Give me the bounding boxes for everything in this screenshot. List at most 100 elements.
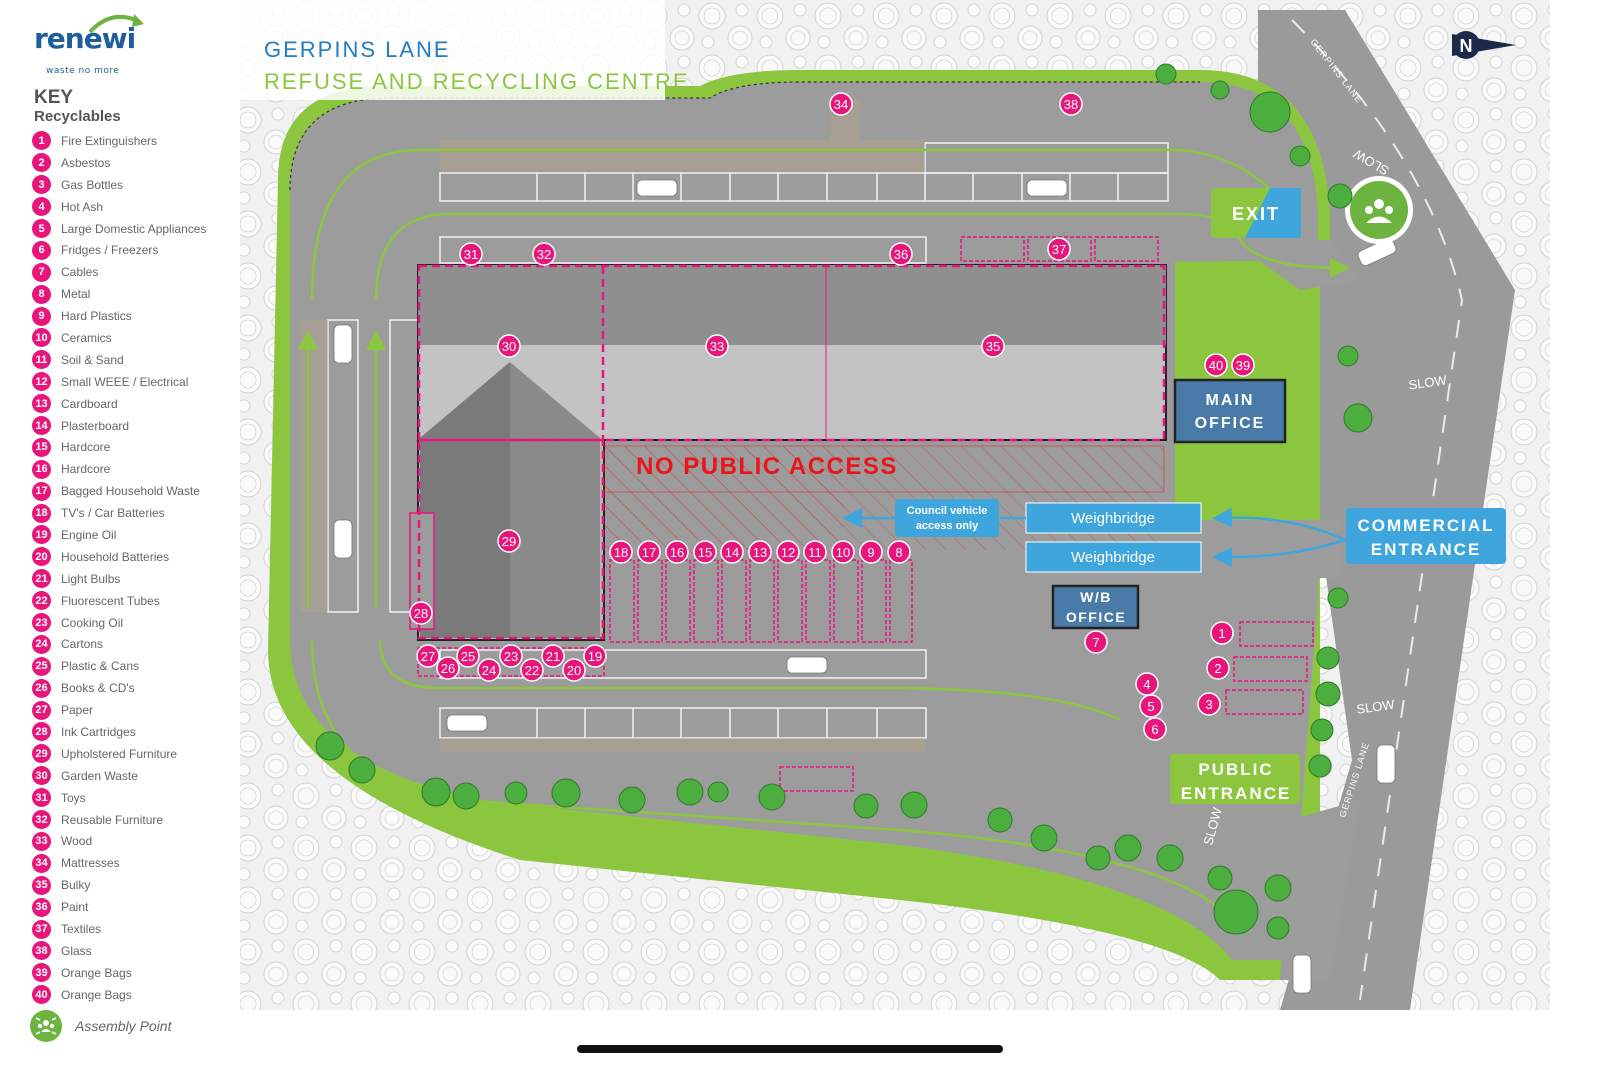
key-item-label: Hardcore [61,462,111,477]
marker-circle [532,242,556,266]
marker-number: 40 [1209,358,1223,373]
marker-number: 18 [614,545,628,560]
marker-circle [803,540,827,564]
key-item-label: Plastic & Cans [61,659,140,674]
home-indicator[interactable] [577,1045,1003,1053]
key-number-badge: 18 [32,503,51,523]
key-number-badge: 29 [32,744,51,764]
map-marker-6: 6 [1143,717,1167,741]
svg-text:W/B: W/B [1080,589,1112,605]
map-marker-27: 27 [416,644,440,668]
marker-number: 28 [414,606,428,621]
key-number-badge: 16 [32,459,51,479]
marker-number: 11 [808,545,822,560]
marker-circle [637,540,661,564]
marker-number: 15 [698,545,712,560]
marker-circle [456,644,480,668]
key-item-label: Light Bulbs [61,571,121,586]
marker-number: 27 [421,649,435,664]
key-item-label: Engine Oil [61,527,117,542]
parked-cars [333,179,1397,994]
main-office [1173,378,1287,444]
key-number-badge: 5 [32,219,51,238]
map-marker-13: 13 [748,540,772,564]
map-marker-39: 39 [1231,353,1255,377]
map-marker-1: 1 [1210,621,1234,645]
assembly-point-legend: Assembly Point [30,1010,171,1042]
svg-text:MAIN: MAIN [1206,392,1255,409]
key-number-badge: 28 [32,722,51,742]
marker-circle [887,540,911,564]
marker-circle [889,242,913,266]
key-item-label: Cooking Oil [61,615,124,630]
key-number-badge: 36 [32,897,51,917]
map-marker-7: 7 [1084,630,1108,654]
marker-number: 36 [894,247,908,262]
marker-circle [609,540,633,564]
svg-text:SLOW: SLOW [1355,697,1396,717]
marker-circle [416,644,440,668]
map-marker-23: 23 [499,644,523,668]
key-item-label: Fluorescent Tubes [61,593,160,608]
key-number-badge: 3 [32,175,51,195]
key-number-badge: 8 [32,284,51,304]
traffic-route [298,148,1350,907]
key-item-label: Paper [61,703,94,718]
marker-number: 39 [1236,358,1250,373]
key-item-label: Cartons [61,637,104,652]
key-item-label: Hard Plastics [61,309,132,324]
marker-circle [748,540,772,564]
key-item: 21 Light Bulbs [32,568,206,590]
key-item: 14 Plasterboard [32,415,206,437]
commercial-entrance-sign [1346,508,1506,564]
assembly-point-label: Assembly Point [75,1018,172,1034]
marker-circle [1143,717,1167,741]
marker-number: 1 [1218,626,1225,641]
map-marker-31: 31 [459,242,483,266]
marker-circle [859,540,883,564]
key-item-label: Asbestos [61,155,111,170]
map-marker-10: 10 [831,540,855,564]
map-marker-15: 15 [693,540,717,564]
key-item-label: Soil & Sand [61,352,124,367]
key-number-badge: 21 [32,569,51,589]
key-number-badge: 12 [32,372,51,392]
marker-circle [831,540,855,564]
recyclable-markers: 1234567891011121314151617181920212223242… [409,92,1255,741]
svg-text:EXIT: EXIT [1232,204,1280,224]
marker-circle [705,334,729,358]
svg-text:COMMERCIAL: COMMERCIAL [1357,516,1494,535]
north-arrow-icon: N [1452,31,1516,59]
svg-text:SLOW: SLOW [1408,372,1449,392]
marker-number: 30 [502,339,516,354]
marker-number: 17 [642,545,656,560]
key-number-badge: 20 [32,547,51,567]
map-marker-32: 32 [532,242,556,266]
assembly-point-icon [30,1010,62,1042]
key-number-badge: 10 [32,328,51,348]
key-item-label: Upholstered Furniture [61,746,178,761]
key-number-badge: 14 [32,416,51,436]
key-item-label: Orange Bags [61,965,132,980]
map-marker-4: 4 [1135,672,1159,696]
marker-circle [497,529,521,553]
key-item-label: Toys [61,790,86,805]
key-item-label: Plasterboard [61,418,130,433]
key-number-badge: 33 [32,831,51,851]
